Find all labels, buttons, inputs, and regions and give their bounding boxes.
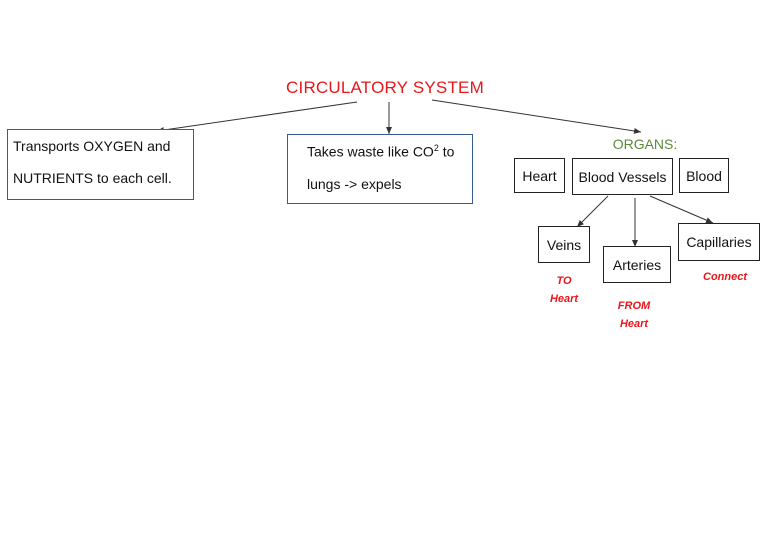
arteries-note-line-2: Heart — [619, 318, 649, 330]
waste-line-2: lungs -> expels — [307, 175, 402, 192]
arteries-note-line-1: FROM — [617, 300, 651, 312]
arrow-to-transports — [156, 101, 358, 133]
organ-blood-box: Blood — [679, 158, 729, 193]
diagram-title: CIRCULATORY SYSTEM — [286, 78, 484, 97]
arrow-to-capillaries — [649, 195, 714, 224]
arrow-to-veins — [576, 195, 609, 228]
waste-line-1-text: Takes waste like CO — [307, 143, 434, 160]
co2-superscript: 2 — [433, 143, 439, 153]
veins-note-line-2: Heart — [549, 293, 579, 305]
waste-box: Takes waste like CO2 to lungs -> expels — [287, 134, 473, 204]
organs-heading: ORGANS: — [612, 136, 678, 152]
arteries-box: Arteries — [603, 246, 671, 283]
arteries-note: FROM Heart — [604, 297, 664, 333]
organ-blood-vessels-box: Blood Vessels — [572, 158, 673, 195]
capillaries-box: Capillaries — [678, 223, 760, 261]
arrow-to-organs — [431, 99, 642, 134]
transports-box: Transports OXYGEN and NUTRIENTS to each … — [7, 129, 194, 200]
transports-line-2: NUTRIENTS to each cell. — [13, 170, 172, 186]
veins-note-line-1: TO — [556, 275, 572, 287]
capillaries-note: Connect — [703, 271, 747, 283]
veins-box: Veins — [538, 226, 590, 263]
waste-line-1-end: to — [438, 143, 455, 160]
transports-line-1: Transports OXYGEN and — [13, 138, 171, 154]
waste-line-1: Takes waste like CO2 to — [307, 132, 472, 168]
veins-note: TO Heart — [540, 272, 588, 308]
organ-heart-box: Heart — [514, 158, 565, 193]
